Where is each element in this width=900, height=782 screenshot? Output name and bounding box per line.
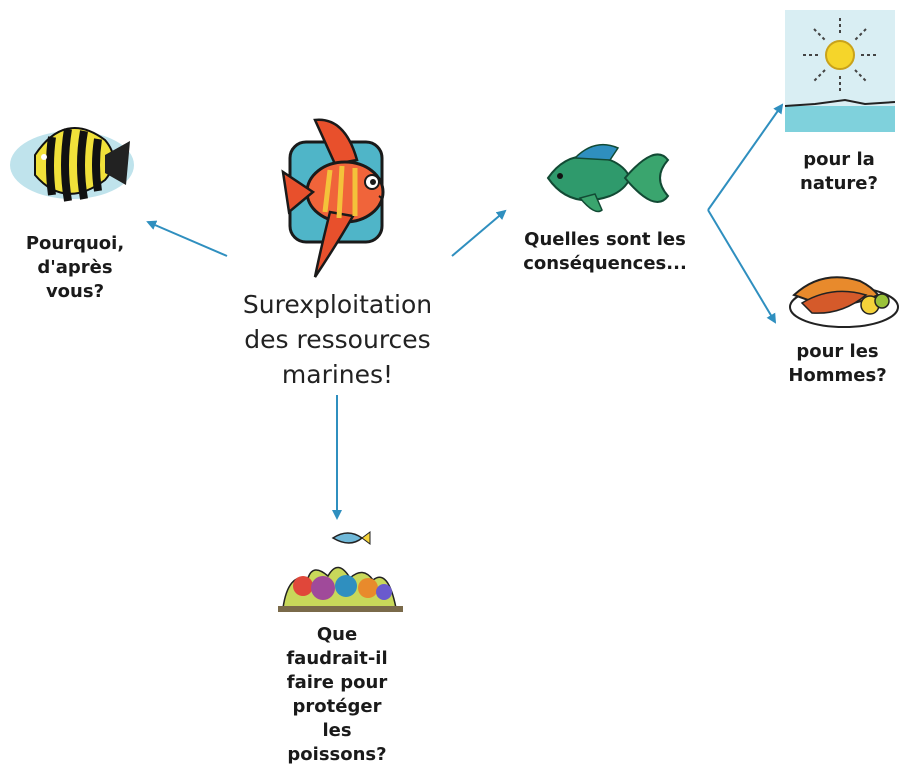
angelfish-icon <box>281 118 385 278</box>
central-topic: Surexploitation des ressources marines! <box>242 290 433 389</box>
branch-label-pourquoi: Pourquoi, d'après vous? <box>25 233 125 302</box>
branch-label-nature: pour la nature? <box>800 149 878 194</box>
striped-fish-icon <box>10 127 134 202</box>
sun-over-sea-icon <box>785 10 895 132</box>
green-fish-icon <box>546 143 670 213</box>
coral-reef-icon <box>278 531 403 612</box>
arrow-to-consequences <box>451 209 507 257</box>
branch-label-proteger: Que faudrait-il faire pour protéger les … <box>286 624 388 765</box>
branch-label-consequences: Quelles sont les conséquences... <box>523 229 687 274</box>
arrow-to-nature <box>707 103 784 211</box>
fish-dish-icon <box>789 276 899 328</box>
arrow-to-hommes <box>707 209 777 324</box>
arrow-to-pourquoi <box>146 220 228 257</box>
branch-label-hommes: pour les Hommes? <box>788 341 887 386</box>
